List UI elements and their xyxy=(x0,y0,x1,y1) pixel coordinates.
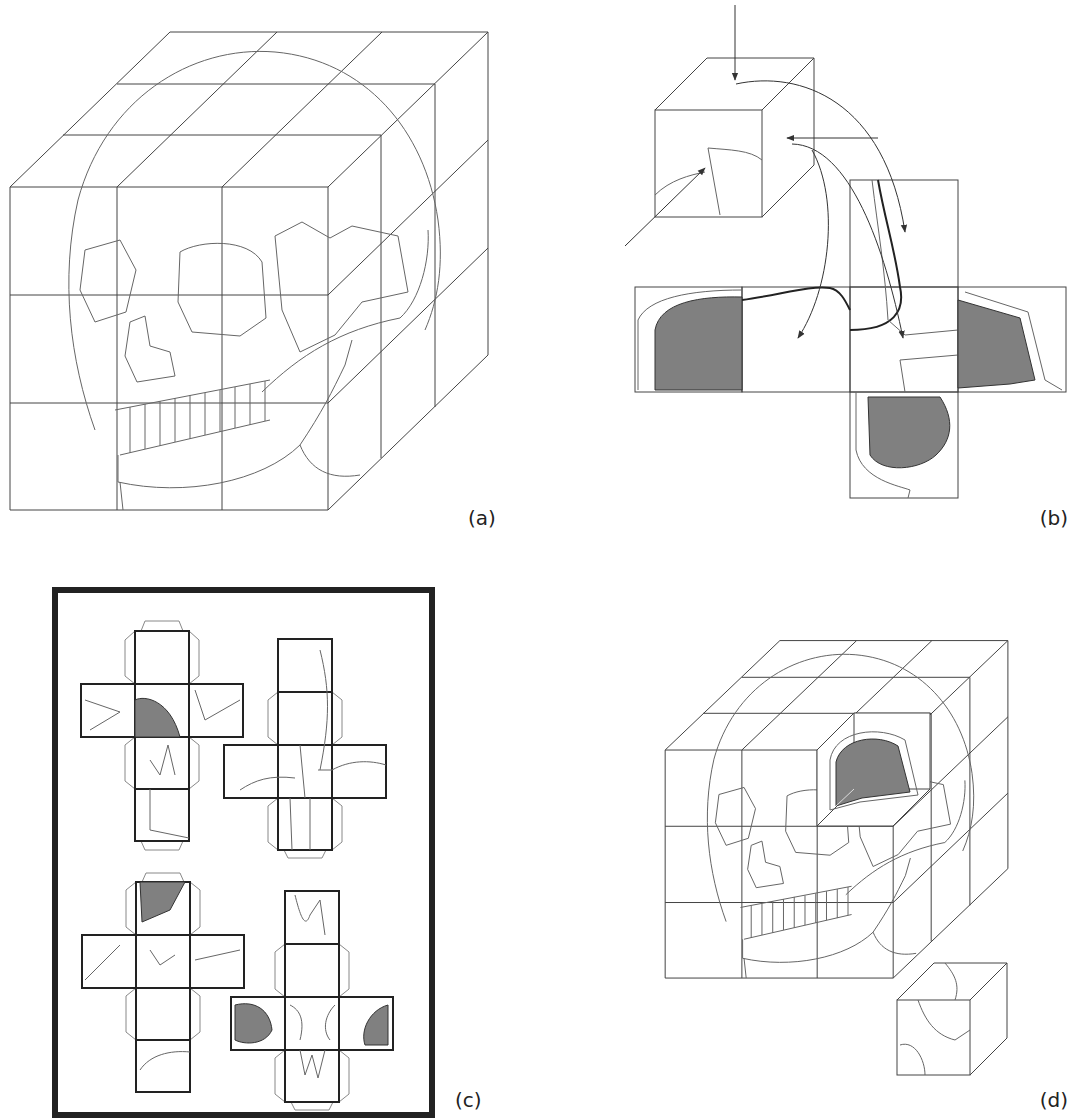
printed-sheet-c xyxy=(55,590,432,1115)
cube-skull-d xyxy=(665,641,1008,1075)
panel-label: (a) xyxy=(466,506,498,530)
panel-label: (b) xyxy=(1038,506,1070,530)
cube-unfolding-b xyxy=(625,5,1066,498)
cube-skull-a xyxy=(10,32,488,510)
panel-label: (d) xyxy=(1038,1088,1070,1112)
panel-label: (c) xyxy=(453,1088,484,1112)
